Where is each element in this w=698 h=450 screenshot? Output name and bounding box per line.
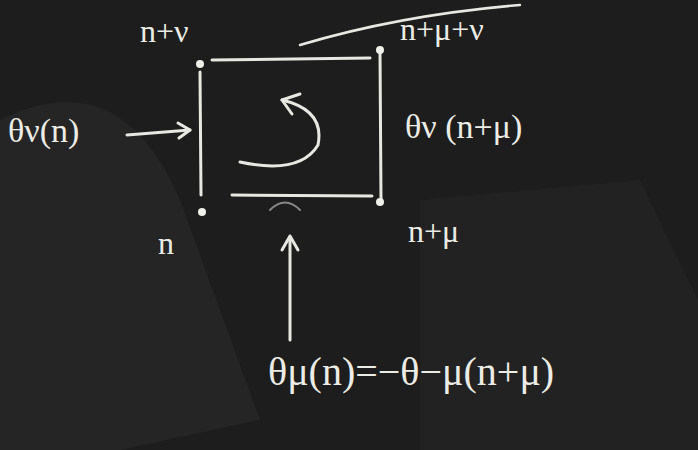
leader-arrow: [289, 238, 292, 340]
leader-arrowhead: [178, 123, 190, 138]
left-link: [200, 72, 201, 195]
circulation-arrow: [240, 100, 319, 166]
site-dot: [376, 198, 384, 206]
site-label: n: [158, 226, 174, 261]
link-label: θν (n+μ): [405, 108, 522, 145]
right-link: [380, 52, 381, 200]
site-dot: [376, 46, 384, 54]
site-label: n+ν: [140, 14, 189, 49]
site-label: n+μ+ν: [400, 12, 484, 47]
bottom-link: [232, 195, 372, 196]
chalk-mark: [270, 203, 300, 211]
eraser-smudge: [420, 180, 698, 450]
link-label: θν(n): [8, 112, 79, 149]
site-dot: [198, 208, 206, 216]
link-relation: θμ(n)=−θ−μ(n+μ): [268, 350, 554, 394]
eraser-smudge: [0, 102, 260, 450]
site-dot: [196, 60, 204, 68]
top-link: [212, 58, 370, 60]
circulation-arrowhead: [282, 94, 300, 114]
site-label: n+μ: [408, 214, 459, 249]
leader-arrowhead: [282, 236, 298, 250]
leader-arrow: [127, 130, 190, 135]
